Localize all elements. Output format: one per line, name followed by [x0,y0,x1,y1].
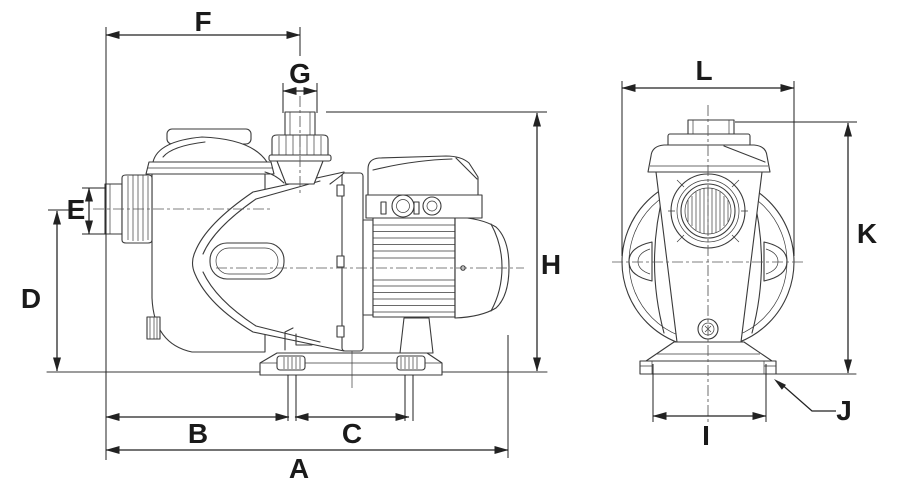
dimension-label-f: F [194,6,211,37]
dimension-label-l: L [695,55,712,86]
side-handle [763,241,788,282]
handle-cutout [209,242,285,280]
motor-foot [399,317,434,354]
dimension-label-a: A [289,453,309,484]
motor-flange [336,172,374,352]
base-plate [259,346,443,388]
dimension-g: G [282,58,318,113]
dimension-label-h: H [541,249,561,280]
dimension-label-i: I [702,420,710,451]
cable-gland [391,194,415,218]
motor-body [372,217,456,318]
dimension-a: A [105,335,509,484]
dimension-b: B [105,375,297,449]
dimension-c: C [294,375,414,449]
dimension-e: E [67,187,106,235]
side-view-centerlines [93,96,524,269]
dimension-i: I [652,364,767,451]
outlet-stub-front [687,119,735,137]
dimension-label-d: D [21,283,41,314]
front-view-centerlines [612,105,804,422]
dimension-label-b: B [188,418,208,449]
strainer-lid [145,128,275,175]
side-handle [628,241,653,282]
dimension-label-k: K [857,218,877,249]
pump-body-shroud [191,171,345,352]
dimension-j: J [774,379,852,426]
front-view [612,105,857,422]
dimension-k: K [735,121,877,374]
cable-gland [422,196,442,216]
outlet-union [264,111,344,185]
front-lid [647,133,771,173]
dimension-label-c: C [342,418,362,449]
motor-end-cap [454,216,510,319]
dimension-l: L [621,55,795,256]
terminal-box [365,155,483,219]
dimension-d: D [21,209,70,372]
dimension-label-e: E [67,194,86,225]
dimension-label-g: G [289,58,311,89]
side-view [46,96,548,388]
dimension-h: H [326,111,561,372]
dimension-label-j: J [836,395,852,426]
dimension-f: F [105,6,301,460]
